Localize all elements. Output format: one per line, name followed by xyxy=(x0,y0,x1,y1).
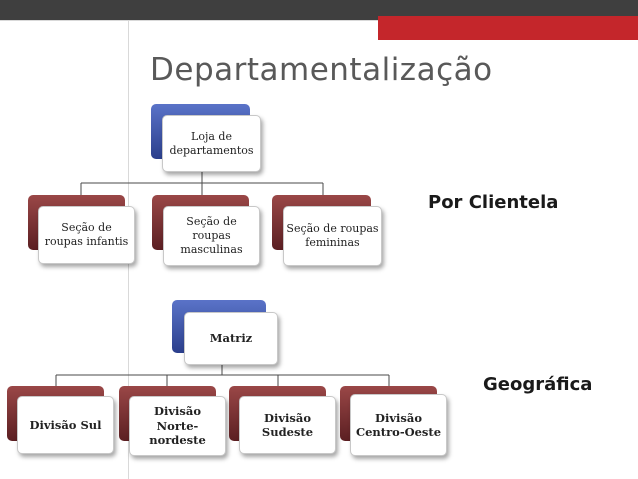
node-label: Seção de roupas femininas xyxy=(283,206,382,266)
top-accent-bar xyxy=(378,16,638,40)
node-label: Loja de departamentos xyxy=(162,115,261,172)
node-label: Divisão Centro-Oeste xyxy=(350,394,447,456)
node-label: Matriz xyxy=(184,312,278,365)
node-root-matriz: Matriz xyxy=(172,300,278,365)
label-por-clientela: Por Clientela xyxy=(428,192,559,213)
node-label: Divisão Sul xyxy=(17,396,114,454)
node-label: Divisão Norte-nordeste xyxy=(129,396,226,456)
top-bar xyxy=(0,0,638,20)
node-secao-femininas: Seção de roupas femininas xyxy=(272,195,382,266)
node-divisao-norte-nordeste: Divisão Norte-nordeste xyxy=(119,386,226,456)
node-secao-infantis: Seção de roupas infantis xyxy=(28,195,135,264)
node-divisao-centro-oeste: Divisão Centro-Oeste xyxy=(340,386,447,456)
node-label: Seção de roupas masculinas xyxy=(163,206,260,266)
node-label: Seção de roupas infantis xyxy=(38,206,135,264)
node-label: Divisão Sudeste xyxy=(239,396,336,454)
node-divisao-sul: Divisão Sul xyxy=(7,386,114,454)
label-geografica: Geográfica xyxy=(483,374,593,395)
node-divisao-sudeste: Divisão Sudeste xyxy=(229,386,336,454)
node-root-loja: Loja de departamentos xyxy=(151,104,261,172)
slide-title: Departamentalização xyxy=(150,52,493,88)
node-secao-masculinas: Seção de roupas masculinas xyxy=(152,195,260,266)
top-divider xyxy=(0,20,378,21)
